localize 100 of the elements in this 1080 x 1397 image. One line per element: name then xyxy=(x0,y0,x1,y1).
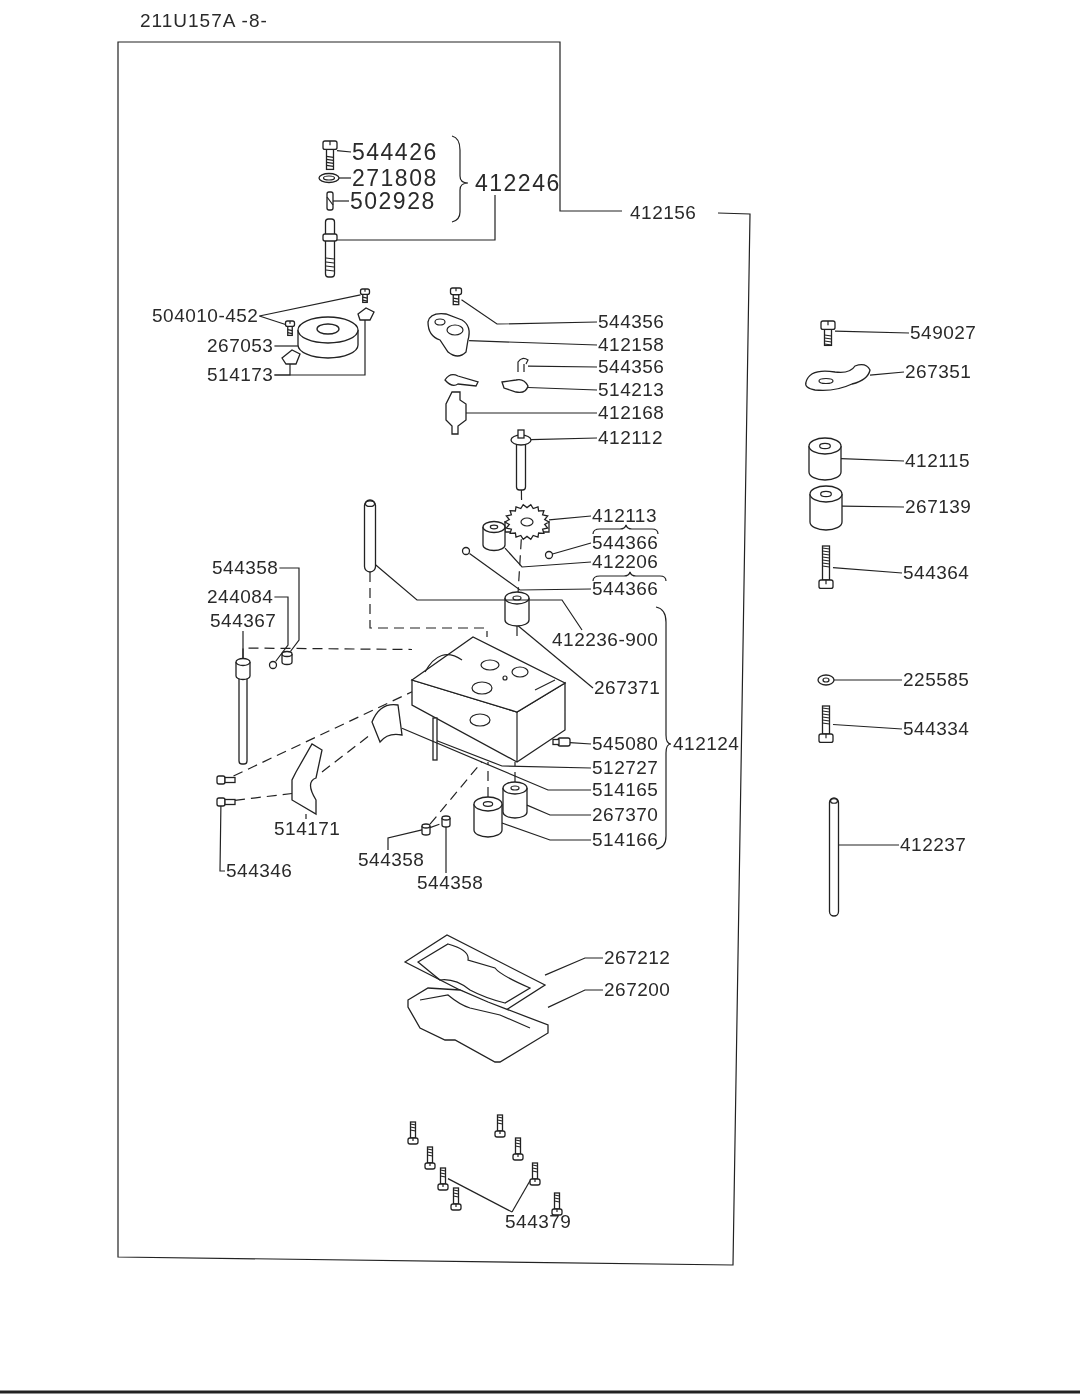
leader-line xyxy=(258,294,362,317)
part-number: 502928 xyxy=(350,190,436,212)
leader-line xyxy=(832,723,903,730)
screw-drawing xyxy=(818,705,834,744)
leader-line xyxy=(837,844,900,846)
center-line xyxy=(516,625,518,638)
leader-line xyxy=(530,437,598,441)
part-number: 549027 xyxy=(910,324,977,342)
gasket-drawing xyxy=(407,987,549,1063)
center-line xyxy=(234,792,293,801)
leader-line xyxy=(834,330,910,334)
part-number: 271808 xyxy=(352,167,438,189)
block-drawing xyxy=(808,437,842,481)
leader-line xyxy=(869,371,905,376)
part-number: 267212 xyxy=(604,949,671,967)
leader-line xyxy=(833,679,903,681)
center-line xyxy=(429,822,443,829)
pin-drawing xyxy=(326,191,334,211)
leader-line xyxy=(258,315,287,326)
part-number: 267371 xyxy=(594,679,661,697)
leader-line xyxy=(338,177,352,179)
clip-drawing xyxy=(281,349,301,365)
rod-drawing xyxy=(828,797,840,917)
part-number: 412112 xyxy=(598,429,663,447)
part-number: 514171 xyxy=(274,820,341,838)
leader-line xyxy=(527,386,598,391)
screw-drawing xyxy=(437,1167,449,1191)
center-line xyxy=(514,761,516,783)
screw-drawing xyxy=(820,320,836,347)
pin-drawing xyxy=(441,815,451,828)
part-number: 412115 xyxy=(905,452,970,470)
hub-drawing xyxy=(482,520,506,552)
screw-drawing xyxy=(407,1121,419,1145)
center-line xyxy=(429,761,483,825)
leader-line xyxy=(447,1178,513,1213)
stud-drawing xyxy=(322,218,338,278)
part-number: 225585 xyxy=(903,671,970,689)
screw-drawing xyxy=(818,545,834,590)
lever-drawing xyxy=(501,378,529,394)
gear-drawing xyxy=(503,503,551,541)
leader-line xyxy=(219,805,226,872)
screw-drawing xyxy=(216,797,236,807)
leader-line xyxy=(436,740,592,769)
leader-line xyxy=(387,829,423,851)
leader-line xyxy=(460,299,598,325)
leader-line xyxy=(527,365,598,368)
clip-drawing xyxy=(517,357,529,373)
part-number: 544426 xyxy=(352,141,438,163)
pin-drawing xyxy=(461,546,471,556)
screw-drawing xyxy=(235,657,251,765)
part-number: 412246 xyxy=(475,172,561,194)
pin-drawing xyxy=(432,717,438,761)
leader-line xyxy=(551,542,592,555)
leader-line xyxy=(374,564,583,631)
part-number: 504010-452 xyxy=(152,307,259,325)
rod-drawing xyxy=(363,499,377,573)
pulley-drawing xyxy=(297,316,359,359)
center-line xyxy=(517,538,522,593)
leader-line xyxy=(336,194,496,241)
part-number: 544358 xyxy=(358,851,425,869)
part-number: 267370 xyxy=(592,806,659,824)
leader-line xyxy=(445,826,447,874)
leader-line xyxy=(517,625,594,689)
wedge-drawing xyxy=(371,704,403,743)
center-line xyxy=(369,571,488,638)
part-number: 544346 xyxy=(226,862,293,880)
screw-drawing xyxy=(449,287,463,306)
part-number: 544364 xyxy=(903,564,970,582)
shaft-drawing xyxy=(510,429,532,491)
part-number: 267139 xyxy=(905,498,972,516)
leader-line xyxy=(332,200,350,202)
part-number: 514173 xyxy=(207,366,274,384)
leader-line xyxy=(832,567,903,574)
screw-drawing xyxy=(512,1137,524,1161)
part-number: 412168 xyxy=(598,404,665,422)
leader-line xyxy=(465,412,598,414)
part-number: 544358 xyxy=(212,559,279,577)
part-number: 514165 xyxy=(592,781,659,799)
part-number: 544367 xyxy=(210,612,277,630)
screw-drawing xyxy=(552,737,571,747)
part-number: 514166 xyxy=(592,831,659,849)
part-number: 267053 xyxy=(207,337,274,355)
leader-line xyxy=(273,319,366,376)
crank-drawing xyxy=(445,391,467,435)
leader-line xyxy=(305,813,307,820)
part-number: 544366 xyxy=(592,580,659,598)
center-line xyxy=(232,691,413,777)
clip-drawing xyxy=(357,307,375,321)
leader-line xyxy=(468,552,592,591)
bushing-drawing xyxy=(504,591,530,627)
part-number: 514213 xyxy=(598,381,665,399)
part-number: 412156 xyxy=(630,204,697,222)
part-number: 412206 xyxy=(592,553,659,571)
leader-line xyxy=(840,458,905,462)
screw-drawing xyxy=(322,140,338,171)
leader-line xyxy=(501,822,592,841)
leader-line xyxy=(273,345,299,347)
pin-drawing xyxy=(281,650,293,666)
screw-drawing xyxy=(216,775,236,785)
part-number: 544356 xyxy=(598,313,665,331)
